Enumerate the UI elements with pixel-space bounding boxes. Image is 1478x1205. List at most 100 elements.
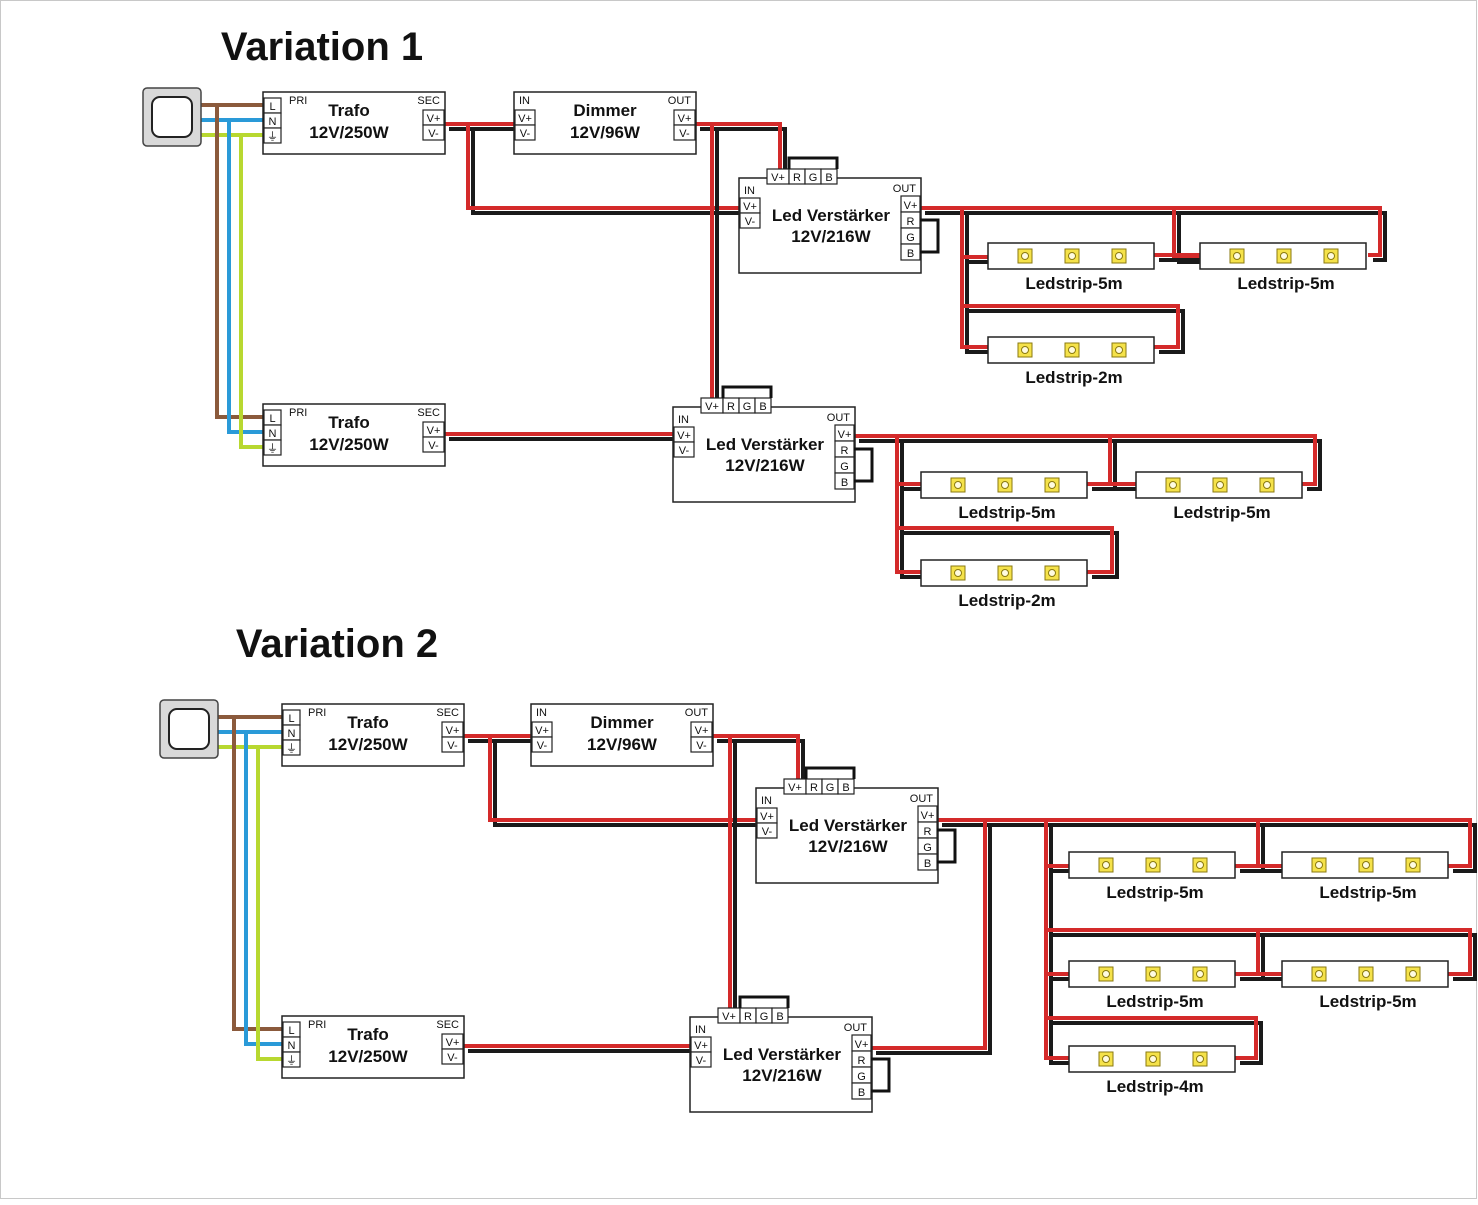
led-chip-dot [1409,970,1417,978]
amplifier-out-label: OUT [844,1022,868,1034]
trafo-name: Trafo [328,413,370,432]
v1-a1-strip3-pos [960,257,988,349]
dimmer-rating: 12V/96W [587,735,658,754]
trafo-output-label: V- [428,128,439,140]
dimmer-input-label: V+ [535,725,549,737]
amplifier-top-terminal [754,397,772,414]
trafo-box [281,1015,465,1079]
dimmer-output-label: V- [679,128,690,140]
led-chip-dot [1021,346,1029,354]
v2-branch-pos [1044,820,1069,1060]
led-chip-dot [1102,970,1110,978]
dimmer-input-label: V- [520,128,531,140]
trafo-output-terminal [441,736,464,753]
amplifier-output-label: B [924,858,931,870]
v1-dimmer-amp-top-pos [695,122,782,169]
amplifier-input-label: V- [679,445,690,457]
led-chip-dot [1196,970,1204,978]
v1-trafo-amp-top-pos [466,124,739,210]
trafo-input-label: L [288,1025,294,1037]
amplifier-top-label: R [793,172,801,184]
trafo-input-label: ⏚ [267,130,278,143]
trafo-output-label: V- [447,740,458,752]
live-wire-drop [215,105,267,419]
amplifier-input-label: V+ [677,430,691,442]
amplifier-input-terminal [690,1051,712,1068]
led-chip-dot [1263,481,1271,489]
amplifier-name: Led Verstärker [772,206,891,225]
live-wire-drop [232,717,284,1031]
amplifier-top-label: R [727,401,735,413]
led-chip-dot [1315,861,1323,869]
ledstrip-label: Ledstrip-4m [1106,1077,1203,1096]
trafo-pri-label: PRI [289,95,307,107]
amplifier-rating: 12V/216W [808,837,888,856]
trafo-input-label: ⏚ [267,442,278,455]
led-chip-dot [954,569,962,577]
trafo-input-label: N [288,728,296,740]
amplifier-output-label: B [858,1087,865,1099]
led-chip-dot [1327,252,1335,260]
amplifier-in-label: IN [695,1024,706,1036]
led-chip-dot [1362,970,1370,978]
dimmer-out-label: OUT [668,95,692,107]
amplifier-top-label: R [744,1011,752,1023]
led-chip-dot [1149,970,1157,978]
dimmer-name: Dimmer [590,713,654,732]
switch-rocker [168,708,210,750]
ledstrip-label: Ledstrip-5m [1173,503,1270,522]
v1-a2-strip3-return-neg [902,531,1119,579]
amplifier-top-label: B [842,782,849,794]
amplifier-top-label: G [760,1011,769,1023]
v2-amp-bottom-to-bus-neg [876,825,992,1055]
trafo-pri-label: PRI [289,407,307,419]
trafo-input-label: ⏚ [286,742,297,755]
led-chip-dot [1048,569,1056,577]
dimmer-output-label: V- [696,740,707,752]
amplifier-input-label: V+ [694,1040,708,1052]
rgb-bridge-top [738,995,790,1008]
v1-a2-strip3-return-pos [897,526,1114,574]
dimmer-output-terminal [690,736,713,753]
amplifier-input-terminal [756,822,778,839]
v1-a1-strip3-return-neg [967,309,1185,354]
amplifier-rating: 12V/216W [791,227,871,246]
led-chip-dot [1001,481,1009,489]
led-chip-dot [1102,1055,1110,1063]
v2-amp-bottom-to-bus-pos [871,820,987,1050]
amplifier-top-label: B [776,1011,783,1023]
led-chip-dot [1021,252,1029,260]
amplifier-input-label: V+ [760,811,774,823]
v1-a2-bus-neg [859,439,1322,491]
amplifier-rating: 12V/216W [725,456,805,475]
trafo-output-label: V+ [446,725,460,737]
amplifier-top-label: B [825,172,832,184]
led-chip-dot [1196,861,1204,869]
led-chip-dot [954,481,962,489]
variation-1-title: Variation 1 [221,25,423,69]
amplifier-in-label: IN [761,795,772,807]
v2-dimmer-amp-top-pos [712,734,800,779]
amplifier-name: Led Verstärker [789,816,908,835]
amplifier-name: Led Verstärker [706,435,825,454]
dimmer-output-label: V+ [695,725,709,737]
led-chip-dot [1048,481,1056,489]
v1-a2-bus-pos [854,434,1317,486]
amplifier-output-label: R [858,1055,866,1067]
dimmer-in-label: IN [519,95,530,107]
trafo-name: Trafo [328,101,370,120]
led-chip-dot [1068,252,1076,260]
amplifier-input-terminal [739,212,761,229]
trafo-input-label: N [288,1040,296,1052]
trafo-input-terminal [263,439,282,456]
rgb-bridge-side [854,447,874,483]
neutral-wire-drop [244,732,284,1046]
amplifier-name: Led Verstärker [723,1045,842,1064]
ledstrip-label: Ledstrip-5m [1106,992,1203,1011]
amplifier-top-terminal [771,1007,789,1024]
dimmer-output-label: V+ [678,113,692,125]
led-chip-dot [1115,346,1123,354]
ledstrip-label: Ledstrip-2m [958,591,1055,610]
amplifier-output-label: B [907,248,914,260]
